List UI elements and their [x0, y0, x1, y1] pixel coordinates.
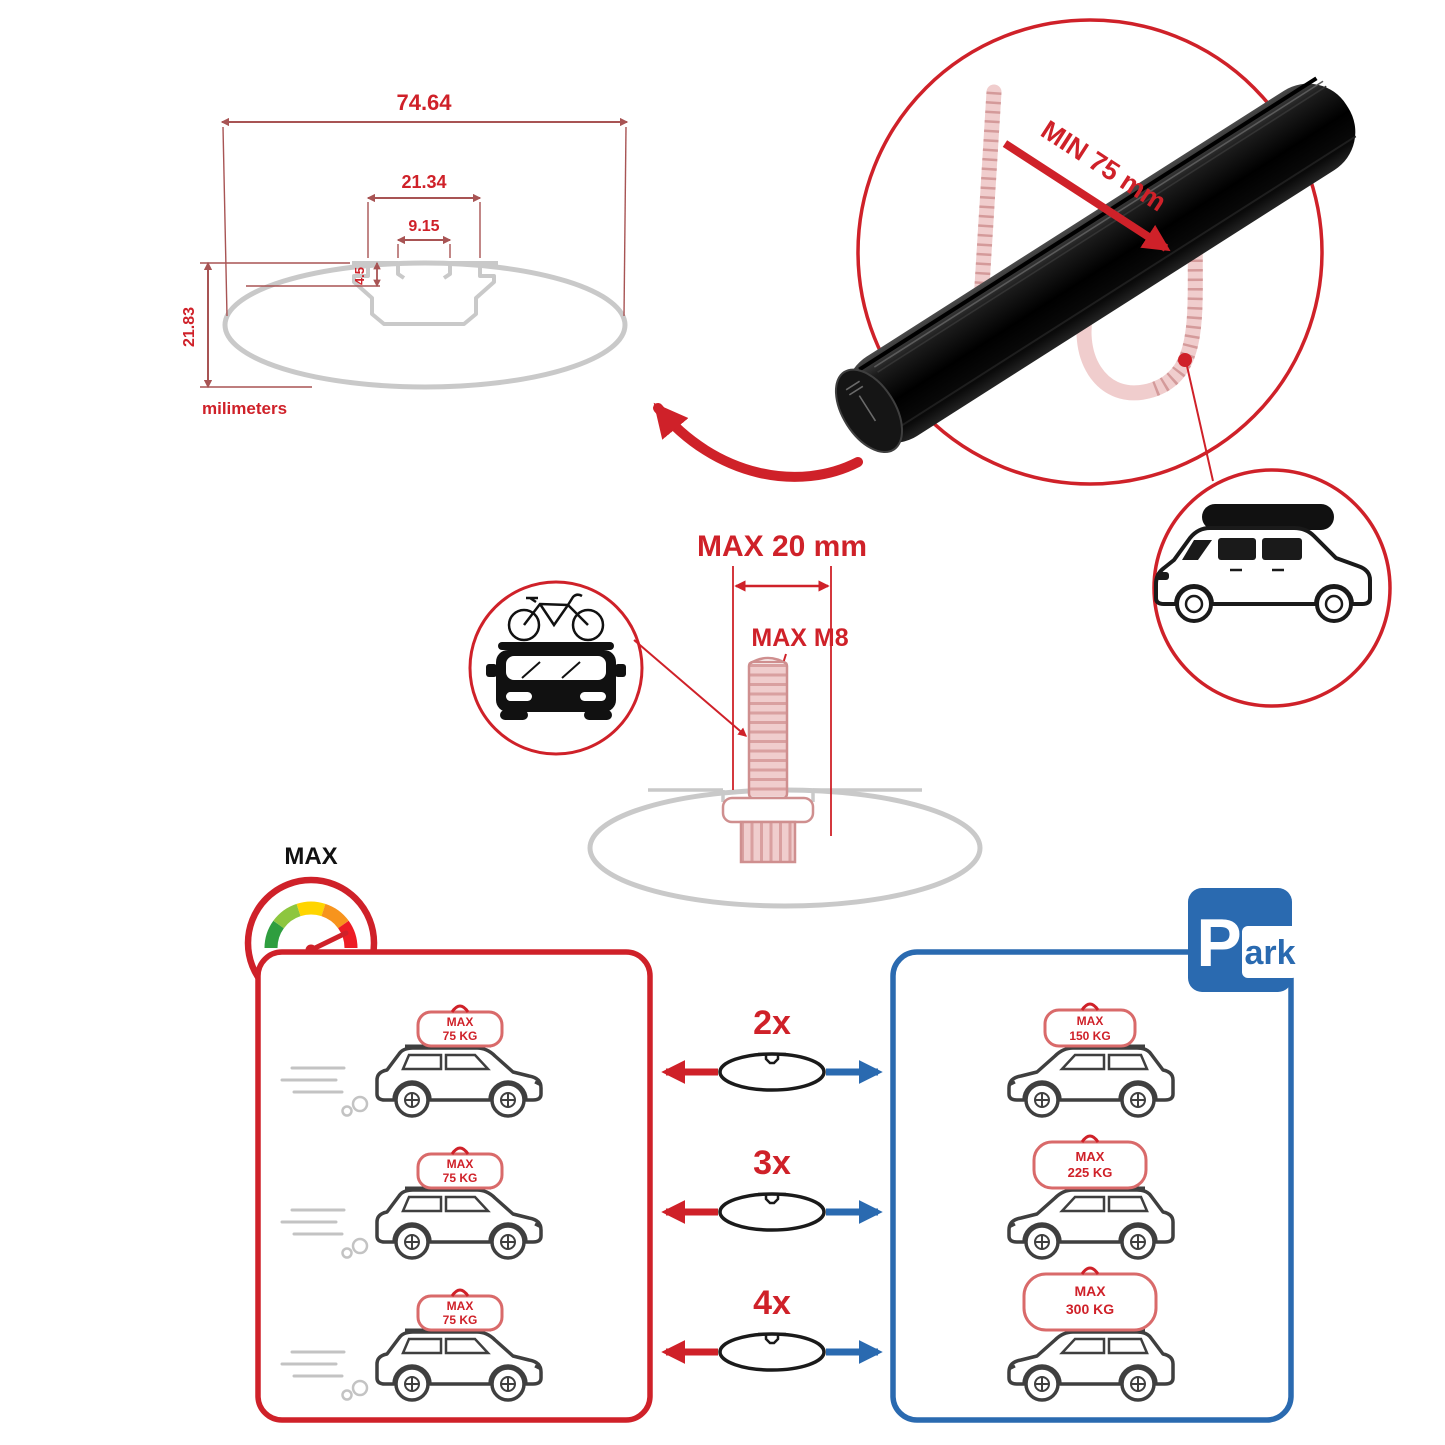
load-bundle: MAX 75 KG — [416, 1288, 504, 1332]
crossbar-3d-icon — [834, 76, 1357, 454]
parked-car-row: MAX 225 KG — [1007, 1134, 1175, 1260]
svg-text:MAX: MAX — [447, 1299, 474, 1313]
parking-sign: P ark — [1188, 888, 1298, 992]
dim-channel-width-label: 21.34 — [401, 172, 446, 192]
svg-text:MAX: MAX — [1076, 1149, 1105, 1164]
svg-text:MAX: MAX — [447, 1015, 474, 1029]
bolt-diagram: MAX 20 mm MAX M8 — [587, 530, 983, 909]
parked-car-row: MAX 150 KG — [1007, 1002, 1175, 1118]
bolt-max-length-label: MAX 20 mm — [697, 530, 867, 563]
static-load-panel: MAX 150 KG MAX 225 KG MAX 300 KG — [890, 888, 1298, 1423]
parked-car-row: MAX 300 KG — [1007, 1266, 1175, 1402]
bike-icon — [507, 593, 605, 642]
clamp-hook-icon — [973, 84, 1204, 401]
multiplier-label: 4x — [753, 1284, 791, 1322]
driving-car-row: MAX 75 KG — [280, 1004, 543, 1118]
load-bundle: MAX 75 KG — [416, 1146, 504, 1190]
bar-cross-section-icon — [718, 1052, 826, 1092]
svg-text:75 KG: 75 KG — [443, 1171, 478, 1185]
bar-detail-circle: MIN 75 mm — [653, 18, 1357, 486]
roofbox-suv-circle — [1152, 468, 1392, 708]
car-front-icon — [486, 642, 626, 720]
load-bundle: MAX 300 KG — [1022, 1266, 1158, 1332]
driving-car-row: MAX 75 KG — [280, 1146, 543, 1260]
bike-car-circle — [468, 580, 748, 756]
load-bundle: MAX 150 KG — [1043, 1002, 1137, 1048]
suv-leader-line — [1186, 365, 1214, 482]
dynamic-load-panel: MAX 75 KG MAX 75 KG — [255, 949, 653, 1423]
parking-sign-letter: P — [1196, 905, 1241, 981]
multiplier-column: 2x 3x 4x — [661, 1004, 883, 1372]
roofbox-icon — [1202, 504, 1334, 530]
load-bundle: MAX 225 KG — [1032, 1134, 1148, 1190]
profile-channel — [352, 261, 498, 326]
svg-text:MAX: MAX — [1074, 1283, 1106, 1299]
bolt-icon — [721, 656, 815, 864]
dim-total-height-label: 21.83 — [181, 307, 198, 347]
multiplier-label: 3x — [753, 1144, 791, 1182]
dim-slot-width-label: 9.15 — [408, 218, 439, 235]
min-grip-arrow — [1002, 140, 1171, 252]
parking-sign-patch — [1242, 926, 1298, 978]
load-bundle: MAX 75 KG — [416, 1004, 504, 1048]
parking-sign-suffix: ark — [1244, 934, 1295, 972]
svg-text:75 KG: 75 KG — [443, 1029, 478, 1043]
speedometer-icon — [264, 901, 358, 949]
dimension-lines — [200, 117, 629, 389]
svg-text:MAX: MAX — [447, 1157, 474, 1171]
bar-cross-section-icon — [718, 1192, 826, 1232]
clamp-pivot-dot — [1178, 353, 1192, 367]
bolt-section-channel — [648, 788, 922, 802]
bar-cross-section-icon — [718, 1332, 826, 1372]
multiplier-label: 2x — [753, 1004, 791, 1042]
dim-slot-depth-label: 4.5 — [352, 267, 367, 285]
svg-text:300 KG: 300 KG — [1066, 1301, 1114, 1317]
section-pointer-arrow — [653, 402, 863, 482]
dim-units-label: milimeters — [202, 399, 287, 418]
bolt-leader-line — [633, 639, 748, 737]
speed-max-label: MAX — [284, 843, 337, 870]
profile-dimension-diagram: 74.64 21.34 9.15 4.5 21.83 milimeters — [181, 90, 629, 418]
bolt-max-thread-label: MAX M8 — [751, 624, 848, 652]
driving-car-row: MAX 75 KG — [280, 1288, 543, 1402]
svg-text:225 KG: 225 KG — [1068, 1165, 1113, 1180]
svg-text:150 KG: 150 KG — [1069, 1029, 1110, 1043]
svg-text:MAX: MAX — [1077, 1014, 1104, 1028]
svg-text:75 KG: 75 KG — [443, 1313, 478, 1327]
dim-total-width-label: 74.64 — [396, 90, 452, 115]
speed-needle — [308, 930, 349, 953]
suv-icon — [1154, 504, 1372, 623]
